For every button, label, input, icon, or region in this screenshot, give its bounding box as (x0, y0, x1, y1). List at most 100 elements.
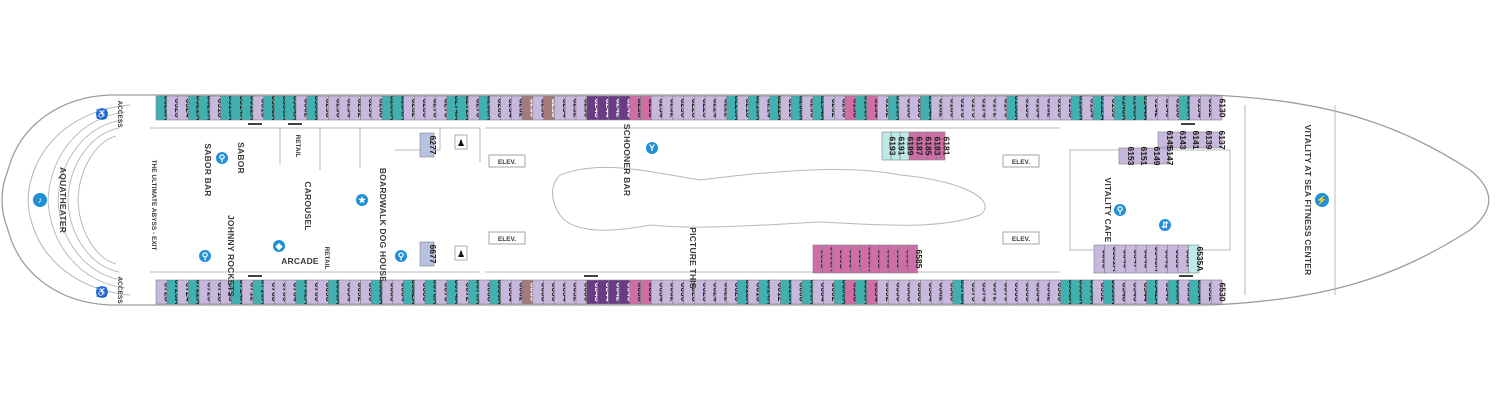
svg-text:⚲: ⚲ (1117, 205, 1124, 215)
cabin-6153[interactable]: 6153 (1118, 147, 1136, 166)
cabin-6147[interactable]: 6147 (1157, 147, 1175, 166)
sabor-label: SABOR (236, 142, 246, 174)
cabin-label: 6149 (1152, 147, 1162, 166)
dining-icon-sabor: ⚲ (216, 152, 228, 164)
cabin-box (1144, 147, 1158, 165)
cabin-box (1170, 131, 1184, 149)
dining-icon-vitality: ⚲ (1114, 204, 1126, 216)
cabin-6677[interactable]: 6677 (419, 241, 438, 267)
boardwalk-dog-house-label: BOARDWALK DOG HOUSE (378, 168, 388, 282)
cabin-6530[interactable]: 6530 (1210, 279, 1228, 305)
inner-cabins-mid-bottom: 66056603A6601659965976595A65936591658965… (812, 244, 924, 274)
svg-text:⚡: ⚡ (1316, 194, 1327, 206)
cabin-6585[interactable]: 6585 (907, 244, 924, 274)
cabin-label: 6151 (1139, 147, 1149, 166)
svg-text:♿: ♿ (96, 286, 107, 297)
inner-cabins-fore-bottom: 65536551A6549654765456543A65416539653765… (1093, 244, 1205, 274)
carousel-label: CAROUSEL (303, 181, 313, 230)
svg-text:⚲: ⚲ (398, 251, 405, 261)
elevator-icon: ⇵ (1159, 219, 1171, 231)
elevator-top-right: ELEV. (1002, 154, 1040, 168)
ship-hull (1, 94, 1490, 306)
elevator-bottom-right: ELEV. (1002, 231, 1040, 245)
arcade-icon: ◆ (273, 240, 285, 252)
cabin-box (1196, 131, 1210, 149)
cabin-box (1157, 147, 1171, 165)
bottom-cabin-row: 67286726A67246722A6720671867166714A67126… (155, 279, 1228, 305)
cabin-box (1131, 147, 1145, 165)
abyss-exit-label: THE ULTIMATE ABYSS - EXIT (150, 160, 157, 251)
cabin-box (1210, 95, 1223, 121)
access-top-label: ACCESS (116, 100, 123, 128)
cabin-label: 6130 (1218, 99, 1228, 118)
cabin-6535A[interactable]: 6535A (1188, 244, 1205, 274)
cabin-box (1183, 131, 1197, 149)
cabin-6145[interactable]: 6145 (1157, 131, 1175, 150)
svg-text:ELEV.: ELEV. (498, 159, 516, 166)
theater-icon: ♪ (33, 193, 47, 207)
picture-this-label: PICTURE THIS (688, 227, 698, 289)
cabin-6277[interactable]: 6277 (419, 132, 438, 158)
vitality-cafe-label: VITALITY CAFE (1103, 177, 1113, 242)
svg-text:♿: ♿ (96, 108, 107, 119)
elevator-top-left: ELEV. (488, 154, 526, 168)
svg-text:♟: ♟ (457, 138, 465, 148)
elevator-bottom-left: ELEV. (488, 231, 526, 245)
cabin-6277-label: 6277 (428, 136, 438, 155)
cabin-label: 6535A (1195, 246, 1205, 271)
cabin-6677-box (419, 241, 435, 267)
svg-text:◆: ◆ (275, 241, 284, 251)
cabin-box (1118, 147, 1132, 165)
interior-walls (150, 105, 1336, 295)
cabin-label: 6530 (1218, 283, 1228, 302)
cabin-6151[interactable]: 6151 (1131, 147, 1149, 166)
cabin-6139[interactable]: 6139 (1196, 131, 1214, 150)
dining-icon-johnny-rockets: ⚲ (199, 250, 211, 262)
svg-text:⚲: ⚲ (219, 153, 226, 163)
fitness-center-label: VITALITY AT SEA FITNESS CENTER (1303, 125, 1313, 276)
cabin-label: 6185 (924, 137, 934, 156)
fitness-icon: ⚡ (1315, 193, 1329, 207)
cabin-label: 6153 (1126, 147, 1136, 166)
cabin-6677-label: 6677 (428, 245, 438, 264)
accessible-icon-top: ♿ (96, 108, 108, 120)
cabin-6137[interactable]: 6137 (1209, 131, 1227, 150)
cabin-label: 6191 (897, 137, 907, 156)
carousel-icon: ★ (356, 194, 368, 206)
svg-text:⇵: ⇵ (1161, 220, 1169, 230)
cabin-label: 6183 (933, 137, 943, 156)
cabin-label: 6141 (1191, 131, 1201, 150)
cabin-6193[interactable]: 6193 (881, 131, 898, 161)
cabin-6149[interactable]: 6149 (1144, 147, 1162, 166)
stern-inner-wall (27, 104, 131, 296)
cabin-6143[interactable]: 6143 (1170, 131, 1188, 150)
cabin-label: 6139 (1204, 131, 1214, 150)
svg-text:♟: ♟ (457, 249, 465, 259)
retail-bottom-label: RETAIL (323, 247, 330, 270)
stair-connectors (248, 123, 1195, 277)
cabin-6141[interactable]: 6141 (1183, 131, 1201, 150)
aquatheater-seating (47, 111, 126, 289)
cabin-6277-box (419, 132, 435, 158)
cabin-label: 6143 (1178, 131, 1188, 150)
retail-top-label: RETAIL (294, 135, 301, 158)
cabin-label: 6585 (914, 250, 924, 269)
cabin-label: 6181 (942, 137, 952, 156)
svg-text:⚲: ⚲ (202, 251, 209, 261)
svg-text:★: ★ (358, 195, 367, 205)
accessible-icon-bottom: ♿ (96, 286, 108, 298)
svg-text:ELEV.: ELEV. (1012, 159, 1030, 166)
cabin-label: 6145 (1165, 131, 1175, 150)
cabin-label: 6189 (906, 137, 916, 156)
cabin-box (1188, 244, 1200, 274)
cabin-6130[interactable]: 6130 (1210, 95, 1228, 121)
bar-icon-schooner: Y (646, 142, 658, 154)
cabin-label: 6147 (1165, 147, 1175, 166)
cabin-box (907, 244, 918, 274)
cabin-label: 6187 (915, 137, 925, 156)
sabor-bar-label: SABOR BAR (203, 143, 213, 196)
cabin-box (881, 131, 892, 161)
